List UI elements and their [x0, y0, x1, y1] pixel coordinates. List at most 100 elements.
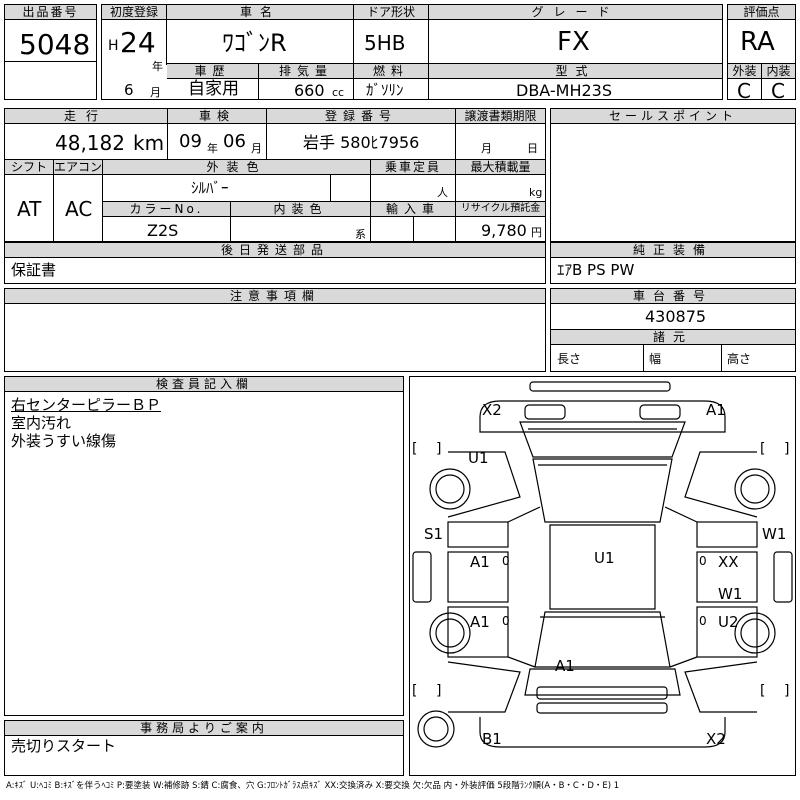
- score: RA: [740, 27, 775, 57]
- inspection-label: 車検: [168, 109, 266, 124]
- chassis-box: 車台番号 430875 諸元 長さ 幅 高さ: [550, 288, 796, 372]
- interior-grade: C: [771, 79, 785, 103]
- history: 自家用: [188, 79, 239, 99]
- mark-zero-a: 0: [502, 554, 510, 568]
- mileage-unit: km: [133, 131, 165, 155]
- transfer-label: 譲渡書類期限: [456, 109, 545, 124]
- equipment-label: 純正装備: [551, 243, 795, 258]
- air-conditioner: AC: [65, 197, 93, 221]
- chassis-number: 430875: [645, 307, 707, 326]
- capacity-unit: 人: [437, 186, 448, 199]
- first-reg-month-unit: 月: [150, 86, 161, 99]
- grade-label: グレード: [429, 5, 722, 20]
- mark-zero-d: 0: [699, 614, 707, 628]
- interior-label: 内装: [762, 64, 795, 79]
- displacement: 660: [294, 81, 325, 100]
- office-box: 事務局よりご案内 売切りスタート: [4, 720, 404, 776]
- model: DBA-MH23S: [516, 81, 613, 100]
- mark-zero-b: 0: [699, 554, 707, 568]
- mark-b1: B1: [482, 730, 502, 748]
- shift-label: シフト: [5, 160, 53, 175]
- equipment-box: 純正装備 ｴｱB PS PW: [550, 242, 796, 284]
- lot-number-box: 出品番号 5048: [4, 4, 97, 100]
- bracket-2: ]: [436, 441, 441, 457]
- shift: AT: [17, 197, 42, 221]
- sales-point-box: セールスポイント: [550, 108, 796, 242]
- door-type: 5HB: [364, 31, 406, 55]
- first-reg-year: 24: [120, 26, 156, 59]
- chassis-label: 車台番号: [551, 289, 795, 304]
- mark-w1-rear: W1: [718, 585, 742, 603]
- ext-color-label: 外装色: [103, 160, 370, 175]
- mark-a1-trunk: A1: [555, 657, 575, 675]
- mark-a1-front-door: A1: [470, 553, 490, 571]
- inspection-year-unit: 年: [207, 142, 218, 155]
- height-label: 高さ: [727, 352, 752, 366]
- displacement-label: 排気量: [259, 64, 353, 79]
- bracket-7: [: [760, 683, 765, 699]
- bracket-5: [: [412, 683, 417, 699]
- first-reg-month: 6: [124, 81, 134, 99]
- office-label: 事務局よりご案内: [5, 721, 403, 736]
- width-label: 幅: [649, 352, 662, 366]
- parts-value: 保証書: [11, 261, 57, 279]
- bracket-4: ]: [784, 441, 789, 457]
- parts-label: 後日発送部品: [5, 243, 545, 258]
- inspection-year: 09: [179, 131, 202, 152]
- car-diagram: X2 A1 U1 S1 W1 A1 XX U1 W1 A1 U2 A1 B1 X…: [412, 381, 793, 748]
- mark-a1-rear-door: A1: [470, 613, 490, 631]
- max-load-unit: kg: [529, 186, 543, 199]
- capacity-label: 乗車定員: [371, 160, 455, 175]
- score-label: 評価点: [728, 5, 795, 20]
- inspector-label: 検査員記入欄: [5, 377, 403, 392]
- recycle-label: リサイクル預託金: [456, 202, 545, 217]
- displacement-unit: cc: [332, 86, 345, 99]
- inspector-line-3: 外装うすい線傷: [11, 432, 117, 450]
- max-load-label: 最大積載量: [456, 160, 545, 175]
- transfer-day-unit: 日: [527, 142, 538, 155]
- mark-u1-left: U1: [468, 449, 489, 467]
- first-reg-year-unit: 年: [152, 60, 163, 73]
- history-label: 車歴: [167, 64, 258, 79]
- exterior-grade: C: [737, 79, 751, 103]
- vehicle-info-header: 初度登録 車名 ドア形状 グレード H 24 年 6 月 ﾜｺﾞﾝR 5HB F…: [101, 4, 723, 100]
- bracket-8: ]: [784, 683, 789, 699]
- equipment-value: ｴｱB PS PW: [557, 261, 635, 279]
- int-color-unit: 系: [355, 228, 366, 241]
- spec-label: 諸元: [551, 330, 795, 345]
- car-diagram-box: X2 A1 U1 S1 W1 A1 XX U1 W1 A1 U2 A1 B1 X…: [409, 376, 796, 776]
- inspector-box: 検査員記入欄 右センターピラーＢＰ 室内汚れ 外装うすい線傷: [4, 376, 404, 716]
- vehicle-details: 走行 車検 登録番号 譲渡書類期限 48,182 km 09 年 06 月 岩手…: [4, 108, 546, 242]
- car-name-label: 車名: [167, 5, 353, 20]
- sales-point-label: セールスポイント: [551, 109, 795, 124]
- color-number: Z2S: [147, 221, 179, 240]
- bracket-6: ]: [436, 683, 441, 699]
- mileage-label: 走行: [5, 109, 167, 124]
- mark-x2-top: X2: [482, 401, 502, 419]
- inspector-line-2: 室内汚れ: [11, 414, 72, 432]
- mark-w1-right: W1: [762, 525, 786, 543]
- inspection-month-unit: 月: [251, 142, 262, 155]
- transfer-month-unit: 月: [481, 142, 492, 155]
- mark-x2-bottom: X2: [706, 730, 726, 748]
- exterior-color: ｼﾙﾊﾞｰ: [191, 179, 229, 197]
- inspection-month: 06: [223, 131, 246, 152]
- lot-number: 5048: [19, 28, 91, 61]
- fuel: ｶﾞｿﾘﾝ: [366, 81, 404, 99]
- office-value: 売切りスタート: [11, 737, 117, 755]
- mark-a1-top: A1: [706, 401, 726, 419]
- door-label: ドア形状: [354, 5, 428, 20]
- length-label: 長さ: [557, 352, 582, 366]
- grade: FX: [557, 27, 590, 57]
- fuel-label: 燃料: [354, 64, 428, 79]
- color-no-label: カラーNo.: [103, 202, 230, 217]
- recycle-fee: 9,780: [481, 221, 527, 240]
- car-name: ﾜｺﾞﾝR: [222, 29, 287, 57]
- first-reg-era: H: [108, 38, 119, 54]
- notes-label: 注意事項欄: [5, 289, 545, 304]
- parts-box: 後日発送部品 保証書: [4, 242, 546, 284]
- mark-u2: U2: [718, 613, 739, 631]
- model-label: 型式: [429, 64, 722, 79]
- import-label: 輸入車: [371, 202, 455, 217]
- registration-number: 岩手 580ﾋ7956: [303, 133, 420, 152]
